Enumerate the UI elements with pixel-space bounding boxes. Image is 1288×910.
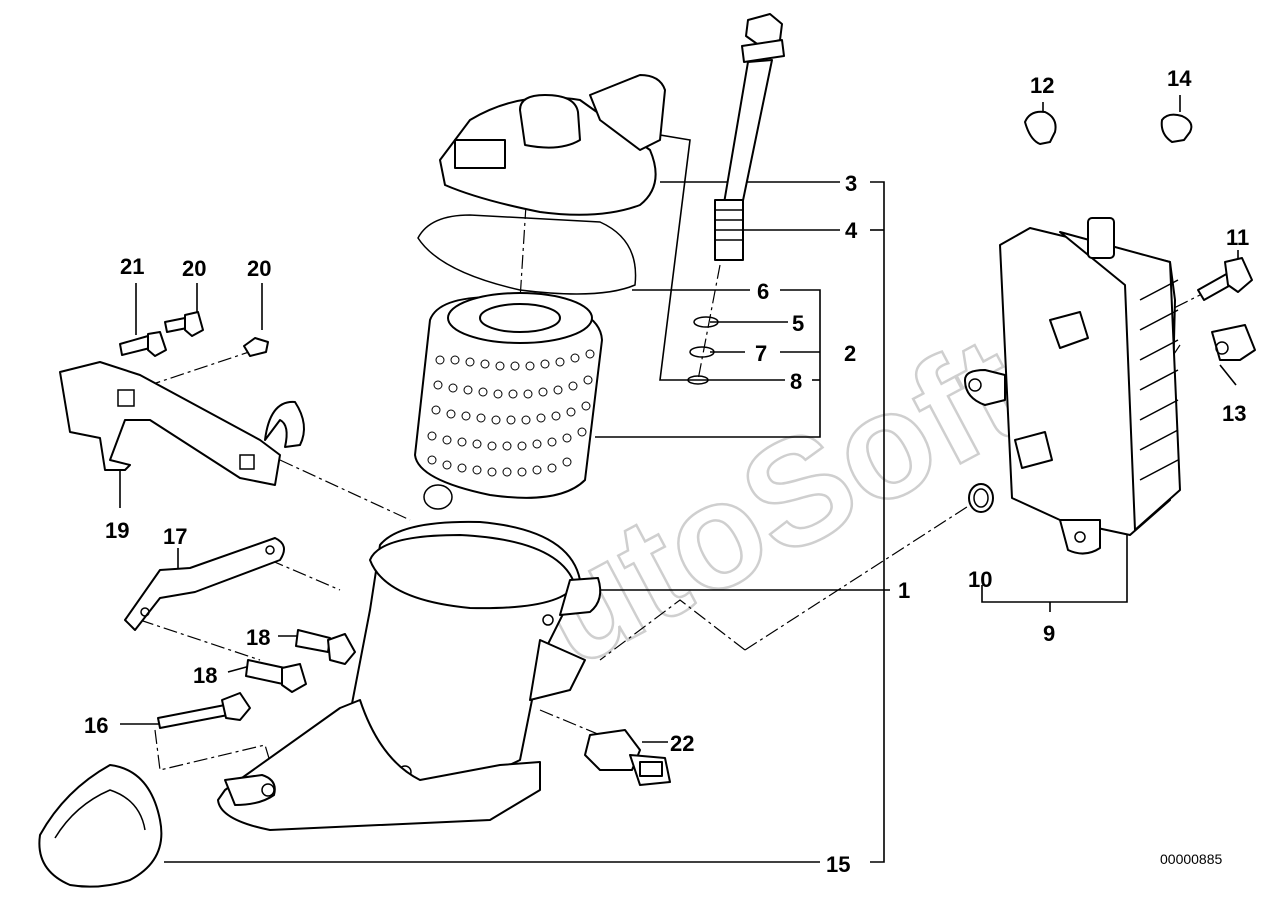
callout-1: 1 [898, 578, 910, 603]
callout-2: 2 [844, 341, 856, 366]
clip-12 [1024, 110, 1057, 145]
assembly-lines [139, 204, 1211, 796]
filter-ring [423, 484, 453, 510]
o-ring-5 [693, 316, 719, 328]
callout-22: 22 [670, 731, 694, 756]
clip-13 [1211, 324, 1256, 361]
callout-16: 16 [84, 713, 108, 738]
filter-housing [344, 520, 602, 784]
callout-21: 21 [120, 254, 144, 279]
callout-17: 17 [163, 524, 187, 549]
callout-4: 4 [845, 218, 858, 243]
callout-7: 7 [755, 341, 767, 366]
callout-15: 15 [826, 852, 850, 877]
leader-lines [119, 95, 1239, 863]
diagram-code: 00000885 [1160, 851, 1223, 867]
cover-gasket [417, 214, 637, 295]
housing-base [217, 699, 541, 831]
callout-3: 3 [845, 171, 857, 196]
callout-10: 10 [968, 567, 992, 592]
callout-11: 11 [1226, 225, 1249, 250]
callout-9: 9 [1043, 621, 1055, 646]
callout-18: 18 [246, 625, 270, 650]
callout-18: 18 [193, 663, 217, 688]
callout-labels: 1 2 3 4 5 6 7 8 9 10 11 12 13 14 15 16 1… [84, 66, 1249, 877]
callout-5: 5 [792, 311, 804, 336]
bracket-17 [124, 537, 285, 631]
o-ring-7 [689, 346, 715, 358]
center-bolt [714, 13, 785, 261]
callout-8: 8 [790, 369, 802, 394]
ring-10 [968, 483, 994, 513]
gasket-15 [38, 764, 163, 888]
o-ring-8 [687, 375, 709, 385]
filter-element [414, 292, 603, 499]
sensor-22 [584, 729, 671, 786]
callout-19: 19 [105, 518, 129, 543]
bracket-19 [59, 361, 305, 486]
callout-20: 20 [247, 256, 271, 281]
callout-20: 20 [182, 256, 206, 281]
filter-cover [439, 74, 666, 216]
callout-12: 12 [1030, 73, 1054, 98]
bolt-11 [1197, 257, 1253, 301]
callout-14: 14 [1167, 66, 1192, 91]
oil-cooler [964, 217, 1181, 555]
clip-14 [1160, 113, 1193, 143]
callout-13: 13 [1222, 401, 1246, 426]
bolts [119, 311, 356, 729]
callout-6: 6 [757, 279, 769, 304]
